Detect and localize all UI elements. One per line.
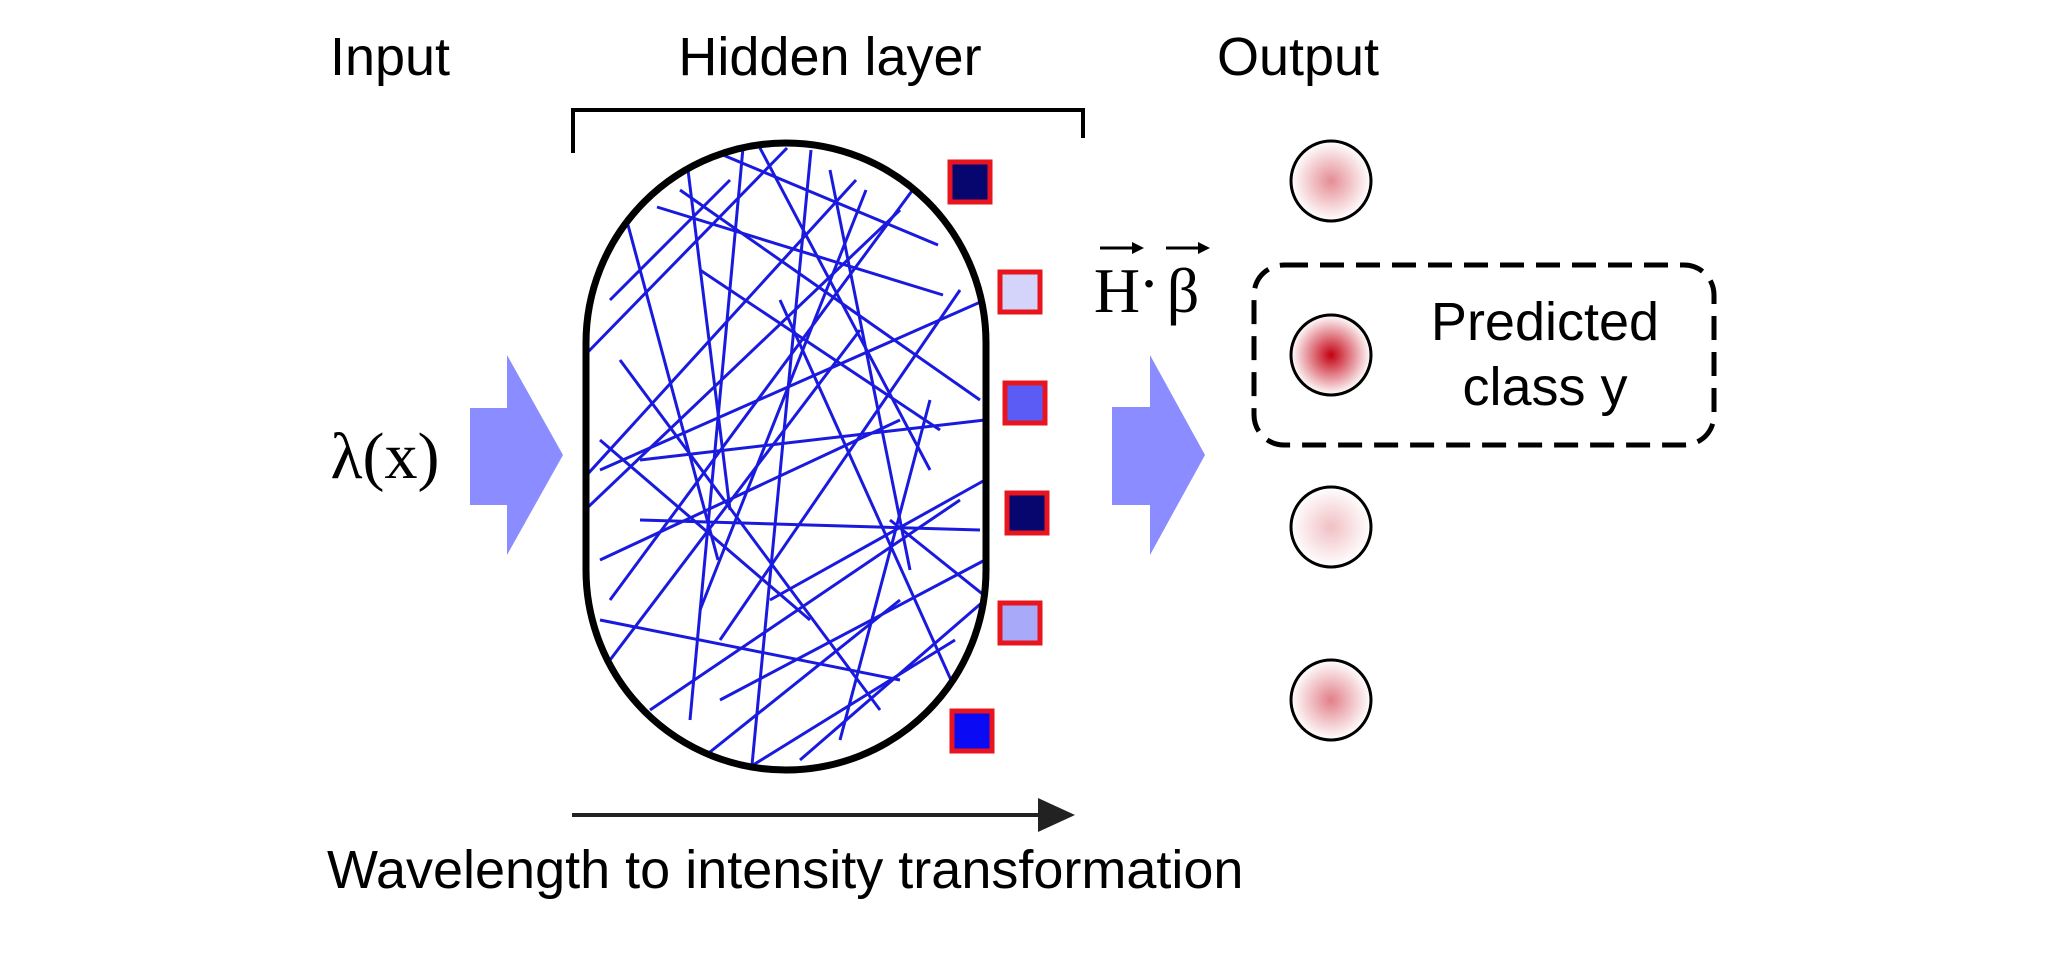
scatter-path	[608, 178, 732, 302]
scatter-path	[778, 299, 962, 701]
scatter-path	[828, 169, 912, 571]
scatter-path	[649, 498, 961, 712]
scatter-path	[626, 224, 720, 561]
hidden-node	[1004, 490, 1050, 536]
scattering-paths	[586, 146, 986, 770]
predicted-label-line2: class y	[1462, 357, 1627, 417]
transformation-caption: Wavelength to intensity transformation	[327, 840, 1243, 900]
output-node	[1289, 485, 1373, 569]
predicted-label-line1: Predicted	[1431, 292, 1659, 352]
output-arrow	[1112, 355, 1205, 555]
input-title: Input	[330, 27, 450, 87]
hidden-nodes	[947, 159, 1050, 754]
hidden-node	[997, 600, 1043, 646]
scatter-path	[599, 418, 901, 562]
output-node	[1289, 313, 1373, 397]
product-beta: β	[1167, 255, 1200, 326]
product-h: H	[1094, 255, 1140, 326]
scatter-path	[599, 438, 811, 622]
hidden-node	[949, 708, 995, 754]
scatter-path	[586, 146, 789, 357]
input-symbol: λ(x)	[331, 420, 440, 493]
scatter-path	[718, 289, 962, 641]
scatter-path	[889, 518, 986, 602]
scatter-path	[688, 147, 745, 721]
hidden-node	[997, 269, 1043, 315]
input-arrow	[470, 355, 563, 555]
scatter-path	[608, 329, 862, 661]
scatter-path	[699, 268, 941, 432]
output-nodes	[1289, 139, 1373, 742]
transformation-arrowhead	[1038, 798, 1075, 832]
predicted-class-box	[1251, 262, 1717, 448]
hidden-layer-title: Hidden layer	[678, 27, 981, 87]
scatter-path	[639, 518, 981, 532]
scatter-path	[758, 147, 932, 471]
scatter-path	[838, 399, 932, 741]
hidden-layer-bracket	[571, 108, 1085, 153]
scatter-path	[710, 148, 939, 247]
scatter-path	[599, 618, 901, 682]
scatter-path	[599, 298, 986, 472]
product-label: H · β	[1094, 242, 1210, 326]
scattering-cavity	[582, 139, 990, 774]
output-title: Output	[1217, 27, 1379, 87]
scatter-path	[586, 208, 902, 512]
output-node	[1289, 139, 1373, 223]
hidden-node	[1002, 380, 1048, 426]
scatter-path	[639, 418, 986, 462]
scatter-path	[719, 558, 986, 702]
scatter-path	[586, 178, 858, 479]
scatter-path	[698, 189, 868, 611]
scatter-path	[699, 598, 901, 762]
output-node	[1289, 658, 1373, 742]
scatter-path	[679, 188, 981, 402]
product-dot: ·	[1138, 248, 1159, 319]
scatter-path	[750, 149, 813, 766]
scatter-path	[769, 478, 986, 602]
hidden-node	[947, 159, 993, 205]
